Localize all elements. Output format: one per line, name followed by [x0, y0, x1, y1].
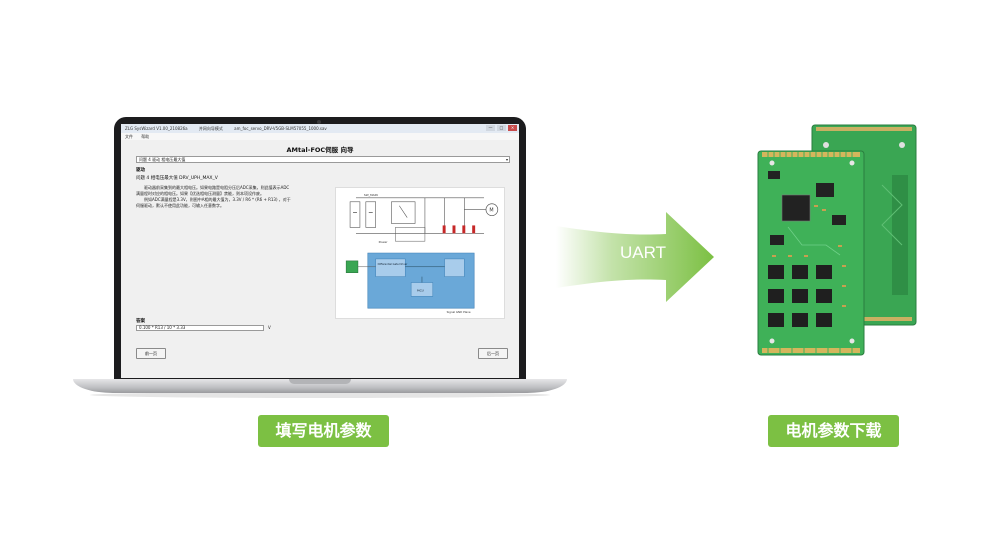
- close-button[interactable]: ×: [508, 125, 517, 131]
- question-description: 驱动器前采集到的最大相电压。如果电路是电阻分压后ADC采集，则此值表示ADC 满…: [136, 185, 336, 209]
- chevron-down-icon: ▾: [505, 157, 508, 162]
- power-label: Power: [379, 240, 389, 244]
- step-select-value: 问题 4 驱动 相电压最大值: [139, 157, 186, 162]
- mode-label: 并网向导模式: [198, 126, 223, 131]
- camera-icon: [317, 120, 321, 124]
- menu-bar: 文件 帮助: [121, 133, 519, 140]
- laptop-base: [73, 379, 567, 393]
- mcu-label: MCU: [417, 288, 424, 292]
- menu-help[interactable]: 帮助: [141, 134, 150, 139]
- description-line: 例如ADC满量程是3.3V，则图中A相的最大值为，3.3V / R6 * (R6…: [144, 197, 291, 202]
- driver-label: Differential Gate Driver: [378, 262, 409, 266]
- description-line: 伺服驱动，默认不使用此功能，可输入任意数字。: [136, 203, 224, 208]
- description-line: 满量程时对应的相电压。如果【优选相电压测量】禁能，则本项设作废。: [136, 191, 264, 196]
- file-path: am_foc_servo_DRV-V5GB-SLM57055_1000.sav: [234, 126, 327, 131]
- sw-label: SW_MAIN: [364, 193, 378, 197]
- wizard-title: AMtal-FOC伺服 向导: [286, 146, 354, 154]
- next-button[interactable]: 后一页: [478, 348, 508, 359]
- minimize-button[interactable]: —: [486, 125, 495, 131]
- download-params-caption: 电机参数下载: [768, 415, 899, 447]
- window-titlebar: ZLG SysWizard V1.00_210826a 并网向导模式 am_fo…: [121, 124, 519, 133]
- circuit-diagram: SW_MAIN M Power: [335, 187, 505, 319]
- svg-text:M: M: [489, 208, 493, 214]
- maximize-button[interactable]: □: [497, 125, 506, 131]
- window-controls: — □ ×: [486, 125, 517, 131]
- uart-arrow-icon: [556, 212, 714, 302]
- menu-file[interactable]: 文件: [125, 134, 133, 139]
- fill-params-caption: 填写电机参数: [258, 415, 389, 447]
- app-title: ZLG SysWizard V1.00_210826a: [125, 126, 188, 131]
- laptop-notch: [289, 379, 351, 384]
- gnd-plane-label: Signal GND Plane: [447, 310, 471, 314]
- question-title: 问题 4 相电压最大值 DRV_UPH_MAX_V: [136, 176, 218, 181]
- prev-button[interactable]: 前一页: [136, 348, 166, 359]
- section-label: 驱动: [136, 168, 145, 173]
- laptop-shadow: [90, 392, 550, 398]
- svg-text:Differential Gate Driver: Differential Gate Driver: [378, 262, 409, 266]
- pcb-boards: [757, 124, 917, 356]
- answer-unit: V: [268, 325, 271, 330]
- uart-label: UART: [620, 243, 666, 262]
- step-select[interactable]: 问题 4 驱动 相电压最大值 ▾: [136, 156, 510, 163]
- answer-label: 答案: [136, 319, 145, 324]
- answer-input[interactable]: 0.100 * R13 / 10 * 3.33: [136, 325, 264, 331]
- description-line: 驱动器前采集到的最大相电压。如果电路是电阻分压后ADC采集，则此值表示ADC: [144, 185, 290, 190]
- laptop-screen: ZLG SysWizard V1.00_210826a 并网向导模式 am_fo…: [121, 124, 519, 378]
